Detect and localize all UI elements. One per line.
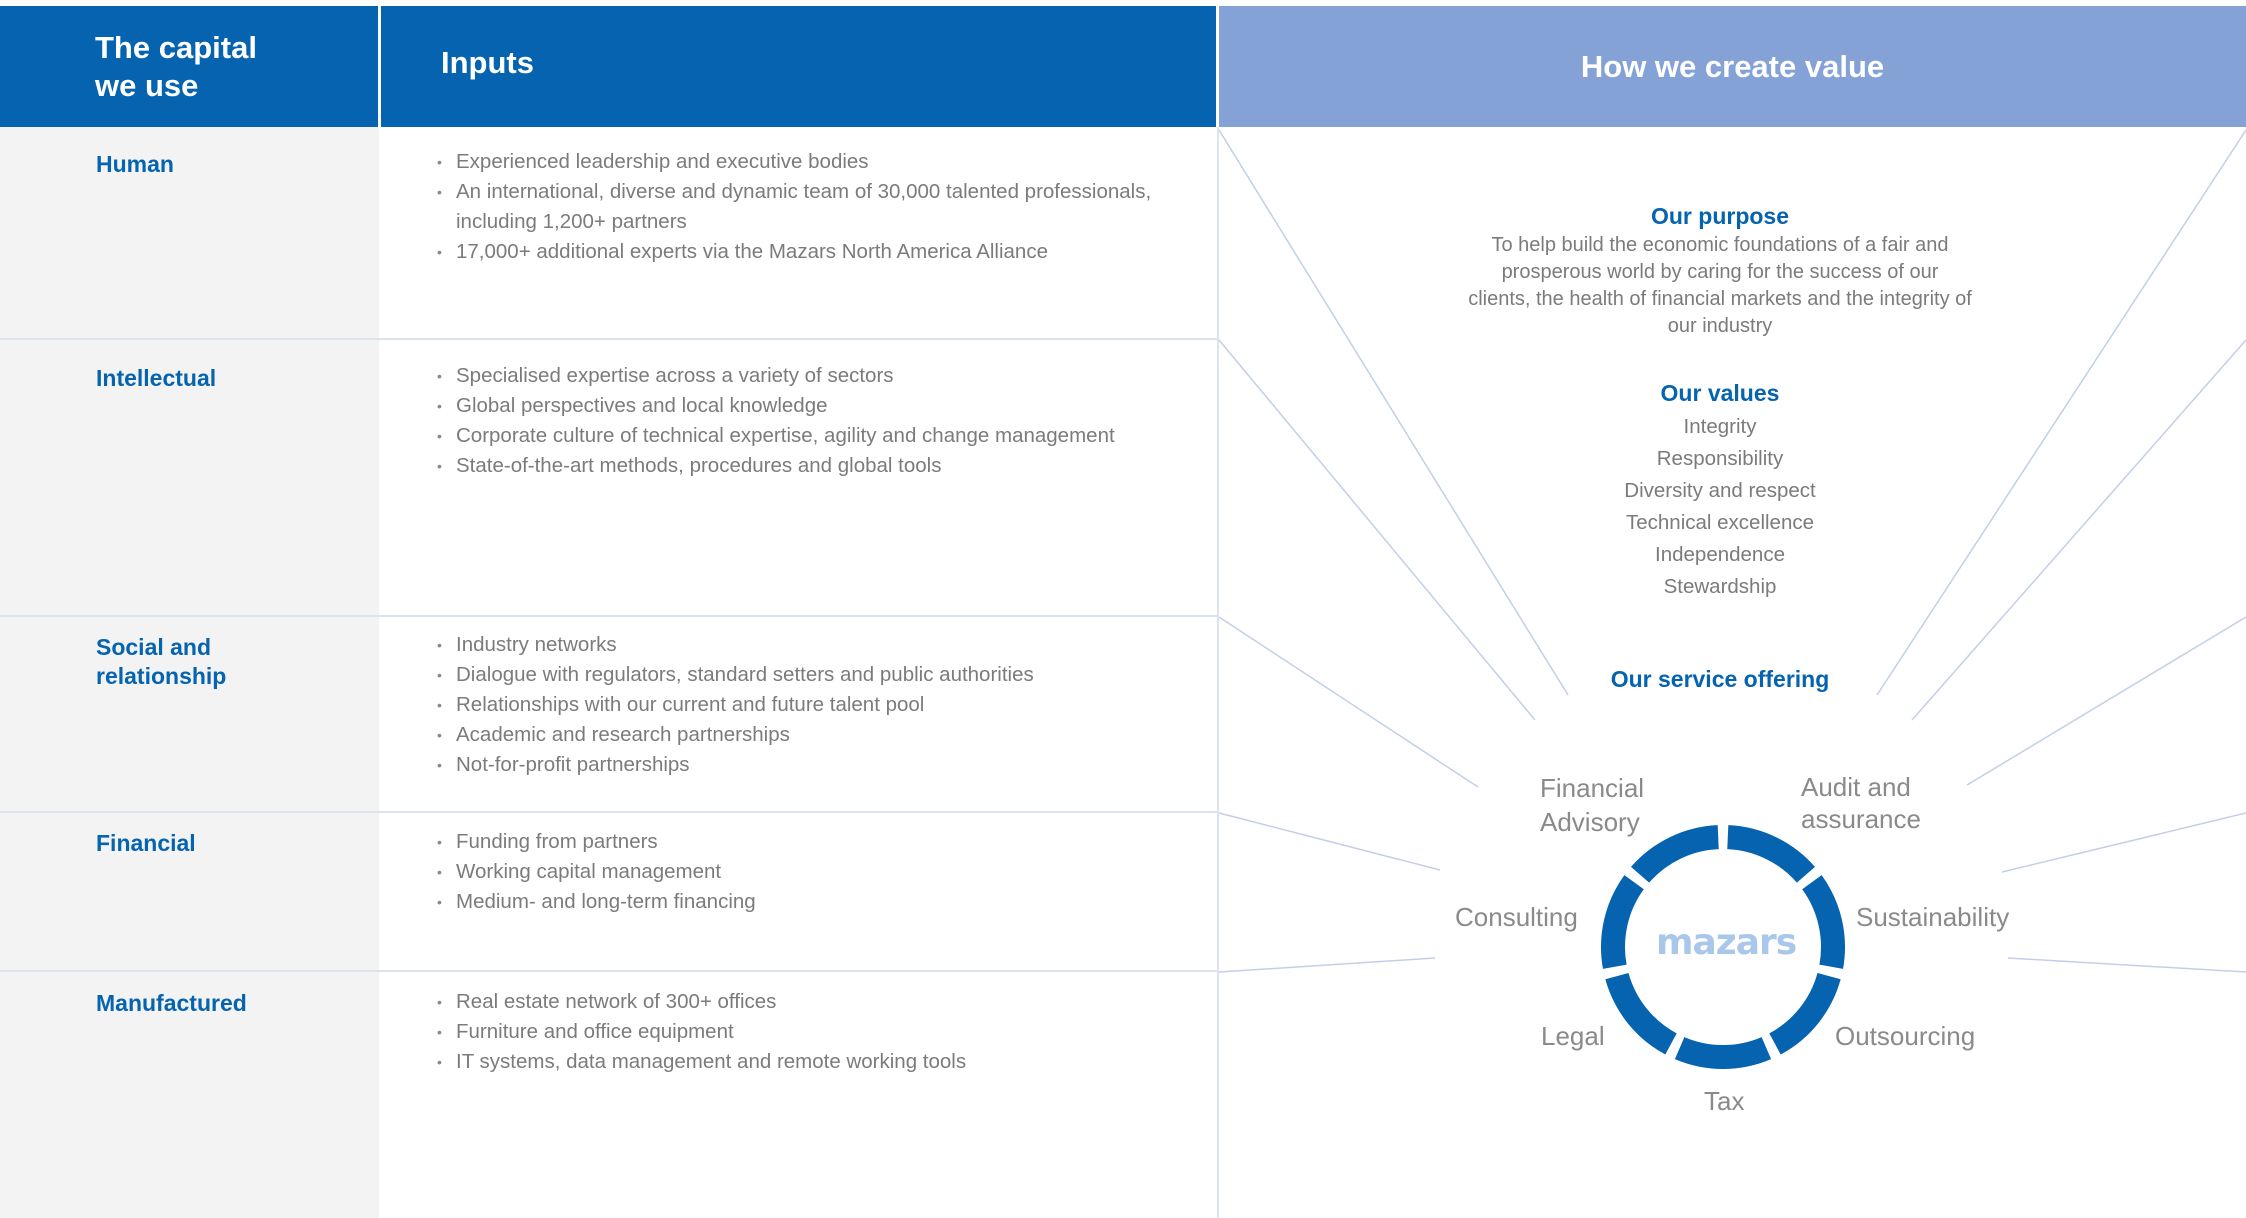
purpose-block: Our purpose To help build the economic f… bbox=[1430, 201, 2010, 340]
ray-line bbox=[1876, 129, 2246, 696]
service-legal: Legal bbox=[1541, 1021, 1605, 1051]
list-item: Working capital management bbox=[437, 857, 1207, 887]
row-label-social-line2: relationship bbox=[96, 663, 227, 689]
row-label-social: Social and relationship bbox=[96, 633, 366, 691]
purpose-title: Our purpose bbox=[1650, 203, 1789, 229]
ray-line bbox=[1218, 957, 1436, 973]
ray-line bbox=[1218, 129, 1569, 696]
list-item: Not-for-profit partnerships bbox=[437, 750, 1207, 780]
inputs-list-intellectual: Specialised expertise across a variety o… bbox=[437, 361, 1207, 481]
service-ring-segment bbox=[1631, 825, 1720, 883]
list-item: Global perspectives and local knowledge bbox=[437, 391, 1207, 421]
row-divider bbox=[0, 615, 1219, 617]
service-consulting: Consulting bbox=[1455, 902, 1578, 932]
ray-line bbox=[1218, 339, 1536, 721]
service-audit: Audit and assurance bbox=[1801, 771, 1921, 835]
service-ring bbox=[1601, 825, 1845, 1069]
row-divider bbox=[0, 338, 1219, 340]
column-divider bbox=[1217, 127, 1219, 1218]
list-item: Real estate network of 300+ offices bbox=[437, 987, 1207, 1017]
header-capital-line2: we use bbox=[95, 67, 199, 103]
service-block: Our service offering bbox=[1430, 664, 2010, 694]
inputs-list-human: Experienced leadership and executive bod… bbox=[437, 147, 1207, 267]
ray-line bbox=[1218, 616, 1479, 788]
service-label: Financial bbox=[1540, 773, 1645, 803]
list-item: Academic and research partnerships bbox=[437, 720, 1207, 750]
list-item: Funding from partners bbox=[437, 827, 1207, 857]
inputs-list-financial: Funding from partners Working capital ma… bbox=[437, 827, 1207, 917]
row-label-intellectual: Intellectual bbox=[96, 365, 217, 391]
row-label-social-line1: Social and bbox=[96, 634, 212, 660]
row-label-financial: Financial bbox=[96, 830, 196, 856]
values-block: Our values Integrity Responsibility Dive… bbox=[1430, 378, 2010, 603]
row-divider bbox=[0, 970, 1219, 972]
mazars-logo: mazars bbox=[1656, 922, 1797, 963]
inputs-list-social: Industry networks Dialogue with regulato… bbox=[437, 630, 1207, 780]
list-item: Independence bbox=[1655, 543, 1785, 566]
list-item: 17,000+ additional experts via the Mazar… bbox=[437, 237, 1207, 267]
ray-line bbox=[2007, 957, 2246, 973]
list-item: Furniture and office equipment bbox=[437, 1017, 1207, 1047]
header-capital: The capital we use bbox=[0, 6, 378, 127]
list-item: Relationships with our current and futur… bbox=[437, 690, 1207, 720]
ray-line bbox=[2001, 812, 2246, 873]
row-divider bbox=[0, 811, 1219, 813]
list-item: Corporate culture of technical expertise… bbox=[437, 421, 1207, 451]
list-item: Integrity bbox=[1683, 415, 1757, 438]
ray-line bbox=[1218, 812, 1441, 871]
list-item: Experienced leadership and executive bod… bbox=[437, 147, 1207, 177]
list-item: Responsibility bbox=[1656, 447, 1784, 470]
list-item: Stewardship bbox=[1663, 575, 1777, 598]
list-item: State-of-the-art methods, procedures and… bbox=[437, 451, 1207, 481]
service-sustainability: Sustainability bbox=[1856, 902, 2010, 932]
list-item: Diversity and respect bbox=[1624, 479, 1816, 502]
header-value: How we create value bbox=[1219, 6, 2246, 127]
header-capital-line1: The capital bbox=[95, 29, 257, 65]
service-title: Our service offering bbox=[1610, 666, 1830, 692]
capital-column bbox=[0, 127, 379, 1218]
ray-line bbox=[1966, 616, 2246, 786]
service-ring-segment bbox=[1726, 825, 1815, 883]
values-title: Our values bbox=[1660, 380, 1780, 406]
list-item: Medium- and long-term financing bbox=[437, 887, 1207, 917]
service-label: assurance bbox=[1801, 804, 1921, 834]
header-inputs: Inputs bbox=[381, 6, 1216, 127]
inputs-list-manufactured: Real estate network of 300+ offices Furn… bbox=[437, 987, 1207, 1077]
values-list: Integrity Responsibility Diversity and r… bbox=[1430, 411, 2010, 603]
list-item: Specialised expertise across a variety o… bbox=[437, 361, 1207, 391]
service-ring-segment bbox=[1601, 875, 1644, 969]
service-ring-segment bbox=[1674, 1036, 1772, 1069]
service-tax: Tax bbox=[1704, 1086, 1745, 1116]
service-ring-segment bbox=[1605, 972, 1677, 1055]
row-label-manufactured: Manufactured bbox=[96, 990, 247, 1016]
service-outsourcing: Outsourcing bbox=[1835, 1021, 1976, 1051]
purpose-text: To help build the economic foundations o… bbox=[1468, 234, 1972, 337]
ray-line bbox=[1911, 339, 2246, 721]
list-item: An international, diverse and dynamic te… bbox=[437, 177, 1207, 237]
service-label: Audit and bbox=[1801, 772, 1911, 802]
service-ring-segment bbox=[1769, 972, 1841, 1055]
service-label: Advisory bbox=[1540, 807, 1640, 837]
list-item: Technical excellence bbox=[1625, 511, 1815, 534]
list-item: Industry networks bbox=[437, 630, 1207, 660]
list-item: Dialogue with regulators, standard sette… bbox=[437, 660, 1207, 690]
row-label-human: Human bbox=[96, 151, 174, 177]
list-item: IT systems, data management and remote w… bbox=[437, 1047, 1207, 1077]
service-ring-segment bbox=[1802, 875, 1845, 969]
service-financial-advisory: Financial Advisory bbox=[1540, 771, 1644, 839]
